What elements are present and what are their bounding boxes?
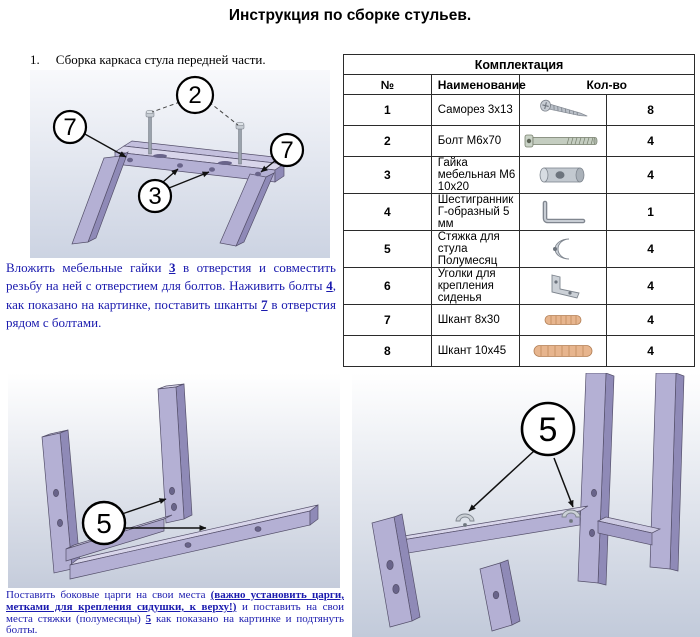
part-number: 7 [343,304,432,336]
instruction-text: и поставить на свои места стяжки (полуме… [6,600,344,625]
table-row: 7 Шкант 8х30 4 [343,304,695,336]
step1-instruction: Вложить мебельные гайки 3 в отверстия и … [6,259,336,333]
table-row: 8 Шкант 10х45 4 [343,335,695,367]
table-row: 3 Гайка мебельная М6 10х20 4 [343,156,695,194]
callout-leaders [151,101,239,126]
callout-3: 3 [137,178,173,214]
bolt-icon [518,125,608,157]
part-number: 1 [343,94,432,126]
part-name: Шестигранник Г-образный 5 мм [430,193,520,231]
col-header-name: Наименование [430,74,526,95]
screw-icon [518,94,608,126]
dowel-icon [518,335,608,367]
instruction-text: в отверстия и совместить резьбу на ней с… [6,260,336,294]
svg-text:7: 7 [280,137,293,164]
part-qty: 4 [606,304,695,336]
callout-7-right: 7 [269,132,305,168]
callout-5: 5 [520,401,576,457]
part-name: Стяжка для стула Полумесяц [430,230,520,268]
parts-table: Комплектация № Наименование Кол-во 1 Сам… [343,54,695,367]
instruction-text: , как показано на картинке, поставить шк… [6,278,336,312]
step2-instruction: Поставить боковые царги на свои места (в… [6,589,345,637]
part-number: 4 [343,193,432,231]
table-row: 5 Стяжка для стула Полумесяц 4 [343,230,695,268]
part-name: Болт М6х70 [430,125,520,157]
callout-arrows [82,132,277,189]
side-rail-long [69,504,319,580]
rear-frame-diagram: 5 [352,372,700,637]
ref-4: 4 [326,278,333,294]
hex-key-icon [518,193,608,231]
part-name: Уголки для крепления сиденья [430,267,520,305]
important-note: (важно установить царги, метками для кре… [6,589,344,613]
step1-heading: 1. Сборка каркаса стула передней части. [30,52,266,68]
barrel-nut-icon [518,156,608,194]
front-frame-diagram: 2 7 3 7 [30,70,330,258]
instruction-text: Поставить боковые царги на свои места [6,589,211,601]
half-moon-brackets [455,509,581,528]
svg-text:3: 3 [148,183,161,210]
part-qty: 4 [606,230,695,268]
part-number: 8 [343,335,432,367]
table-title: Комплектация [343,54,695,75]
callout-7-left: 7 [52,109,88,145]
ref-3: 3 [168,260,176,275]
part-number: 6 [343,267,432,305]
part-qty: 4 [606,335,695,367]
instruction-text: в отверстия рядом с болтами. [6,296,336,331]
front-leg-left [371,513,421,628]
table-row: 1 Саморез 3х13 8 [343,94,695,126]
col-header-qty: Кол-во [518,74,695,95]
instruction-text: Вложить мебельные гайки [6,260,169,275]
part-qty: 4 [606,125,695,157]
table-row: 2 Болт М6х70 4 [343,125,695,157]
part-name: Шкант 10х45 [430,335,520,367]
front-legs [71,151,275,247]
callout-2: 2 [175,75,215,115]
table-row: 6 Уголки для крепления сиденья 4 [343,267,695,305]
corner-bracket-icon [518,267,608,305]
svg-text:5: 5 [539,411,558,449]
part-qty: 8 [606,94,695,126]
side-frame-diagram: 5 [8,373,340,588]
col-header-num: № [343,74,432,95]
ref-5: 5 [145,612,152,625]
part-name: Саморез 3х13 [430,94,520,126]
seat-rail-back [596,516,662,546]
bolts [145,109,245,165]
part-name: Гайка мебельная М6 10х20 [430,156,520,194]
part-name: Шкант 8х30 [430,304,520,336]
part-qty: 1 [606,193,695,231]
back-post-right [649,372,685,572]
svg-text:5: 5 [96,508,112,539]
instruction-text: как показано на картинке и подтянуть бол… [6,612,345,637]
rear-post [157,383,193,524]
step1-number: 1. [30,52,40,67]
dowel-icon [518,304,608,336]
page-title: Инструкция по сборке стульев. [228,7,472,24]
part-qty: 4 [606,156,695,194]
part-number: 5 [343,230,432,268]
ref-7: 7 [261,296,268,312]
part-qty: 4 [606,267,695,305]
step1-heading-text: Сборка каркаса стула передней части. [55,52,266,67]
half-moon-bracket-icon [518,230,608,268]
front-leg-center [479,559,521,632]
table-row: 4 Шестигранник Г-образный 5 мм 1 [343,193,695,231]
mount-holes [127,154,261,177]
callout-arrows [118,498,207,531]
part-number: 2 [343,125,432,157]
callout-arrows [468,450,574,512]
part-number: 3 [343,156,432,194]
svg-text:7: 7 [63,114,76,141]
svg-text:2: 2 [188,82,201,109]
callout-5: 5 [81,500,127,546]
